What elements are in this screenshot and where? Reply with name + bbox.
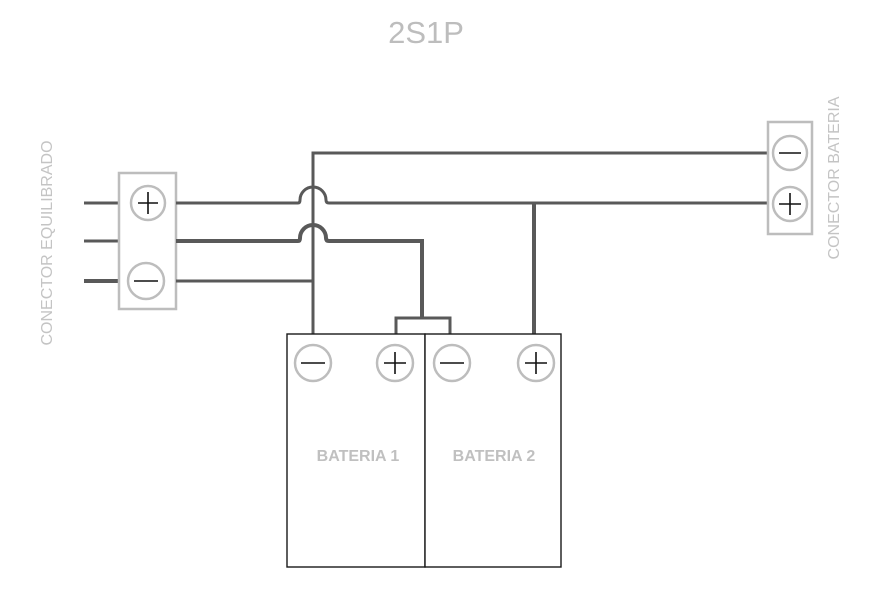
balance-positive-terminal — [129, 184, 167, 222]
diagram-title: 2S1P — [388, 15, 464, 50]
positive-main-wire — [176, 185, 768, 205]
battery-connector-label: CONECTOR BATERIA — [826, 96, 843, 259]
battery-2-positive-terminal — [516, 343, 556, 383]
battery-connector-positive-terminal — [771, 185, 809, 223]
balance-negative-terminal — [126, 261, 166, 301]
battery-connector-negative-terminal — [771, 134, 809, 172]
balance-mid-wire — [176, 223, 424, 318]
battery-1-negative-terminal — [293, 343, 333, 383]
battery-1-label: BATERIA 1 — [317, 448, 400, 465]
battery-1-positive-terminal — [375, 343, 415, 383]
battery-2-label: BATERIA 2 — [453, 448, 536, 465]
series-bridge-wire — [394, 316, 452, 334]
battery-2-negative-terminal — [432, 343, 472, 383]
battery-connector-box — [766, 120, 814, 236]
negative-main-wire — [311, 151, 768, 334]
balance-connector-label: CONECTOR EQUILIBRADO — [39, 140, 56, 345]
